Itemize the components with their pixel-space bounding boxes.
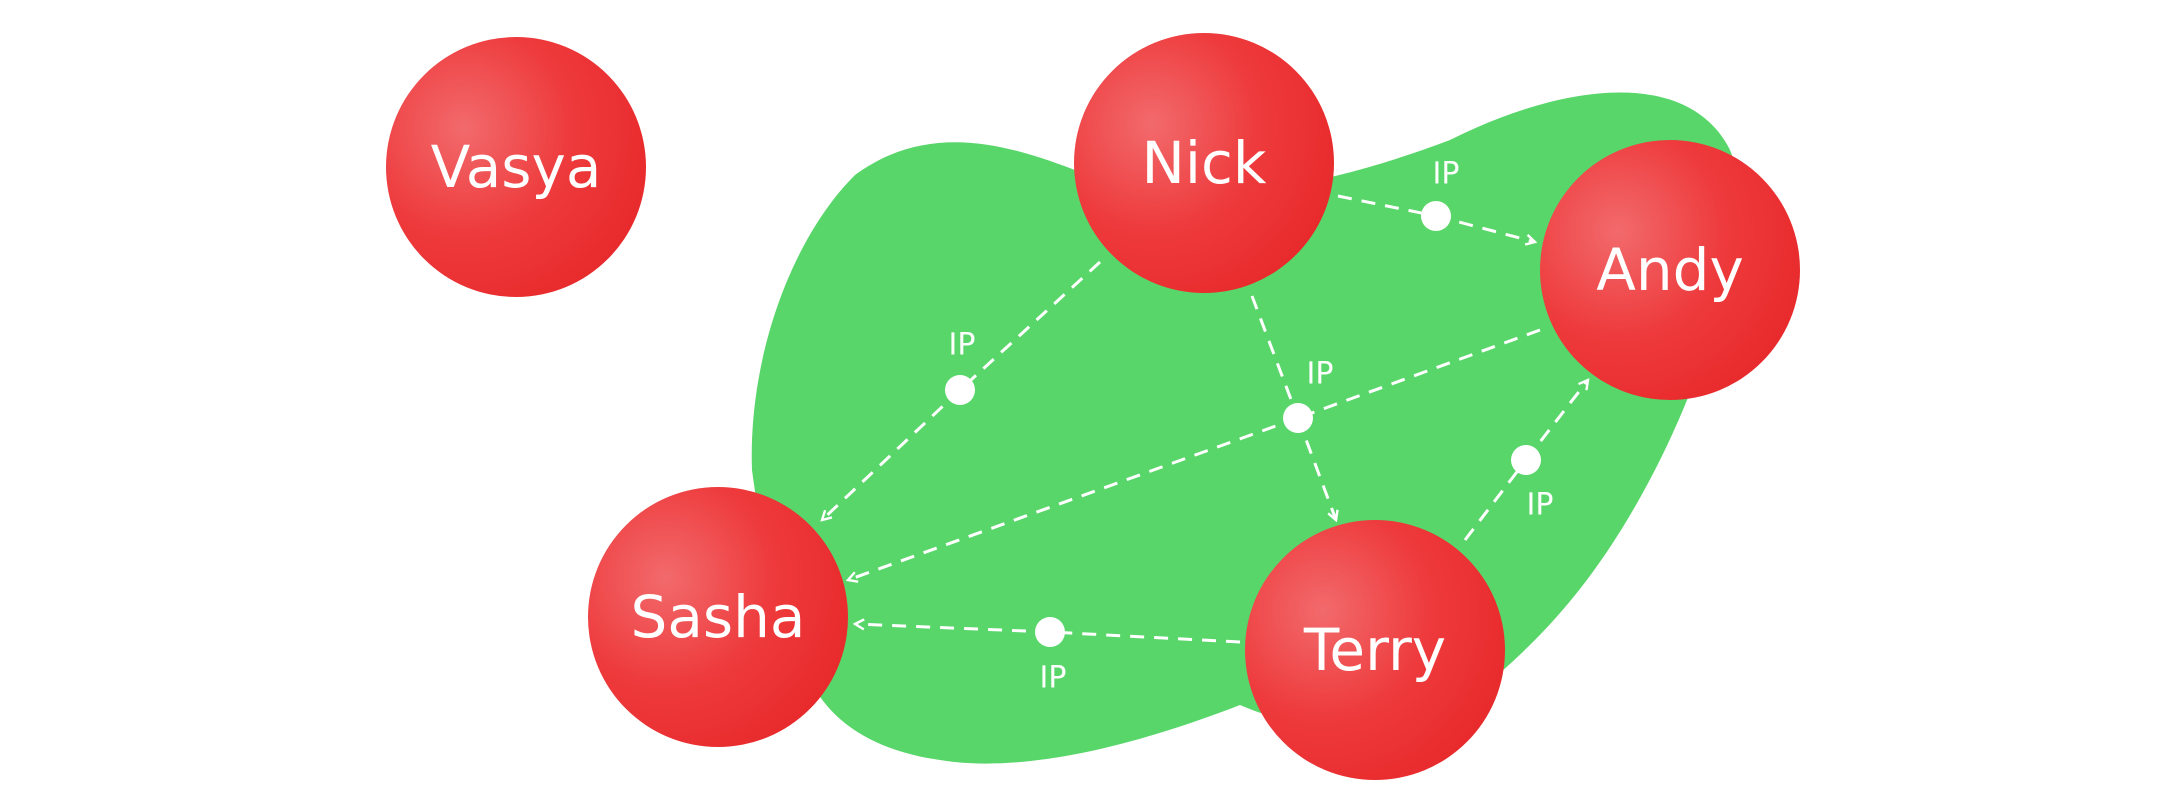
node-terry[interactable]: Terry	[1245, 520, 1505, 780]
link-terry-sasha	[1049, 630, 1241, 644]
ip-label-terry-sasha: IP	[1040, 661, 1067, 696]
node-label-andy: Andy	[1596, 236, 1744, 304]
ip-label-nick-sasha: IP	[949, 328, 976, 363]
link-nick-sasha	[958, 260, 1102, 392]
link-nick-andy-arrow	[1435, 214, 1535, 242]
links-group	[822, 194, 1588, 644]
node-label-vasya: Vasya	[431, 133, 602, 201]
link-terry-andy	[1463, 459, 1528, 541]
ip-dot-terry-sasha	[1035, 617, 1065, 647]
ip-label-nick-andy: IP	[1433, 157, 1460, 192]
node-nick[interactable]: Nick	[1074, 33, 1334, 293]
ip-dot-nick-andy	[1421, 201, 1451, 231]
node-label-terry: Terry	[1303, 616, 1446, 684]
ip-dot-center	[1283, 403, 1313, 433]
node-label-nick: Nick	[1142, 129, 1267, 197]
node-vasya[interactable]: Vasya	[386, 37, 646, 297]
ip-junctions	[945, 201, 1541, 647]
ip-label-center: IP	[1307, 357, 1334, 392]
node-label-sasha: Sasha	[631, 583, 806, 651]
link-nick-andy	[1337, 194, 1437, 218]
link-nick-terry	[1250, 295, 1300, 419]
link-nick-sasha-arrow	[822, 388, 962, 520]
link-terry-andy-arrow	[1524, 380, 1588, 461]
ip-label-terry-andy: IP	[1527, 488, 1554, 523]
ip-dot-nick-sasha	[945, 375, 975, 405]
link-terry-sasha-arrow	[855, 624, 1051, 634]
node-andy[interactable]: Andy	[1540, 140, 1800, 400]
ip-labels: IP IP IP IP IP	[949, 157, 1554, 696]
ip-dot-terry-andy	[1511, 445, 1541, 475]
link-andy-sasha-arrow	[848, 416, 1299, 580]
link-andy-sasha	[1297, 328, 1541, 420]
link-nick-terry-arrow	[1296, 417, 1336, 520]
node-sasha[interactable]: Sasha	[588, 487, 848, 747]
